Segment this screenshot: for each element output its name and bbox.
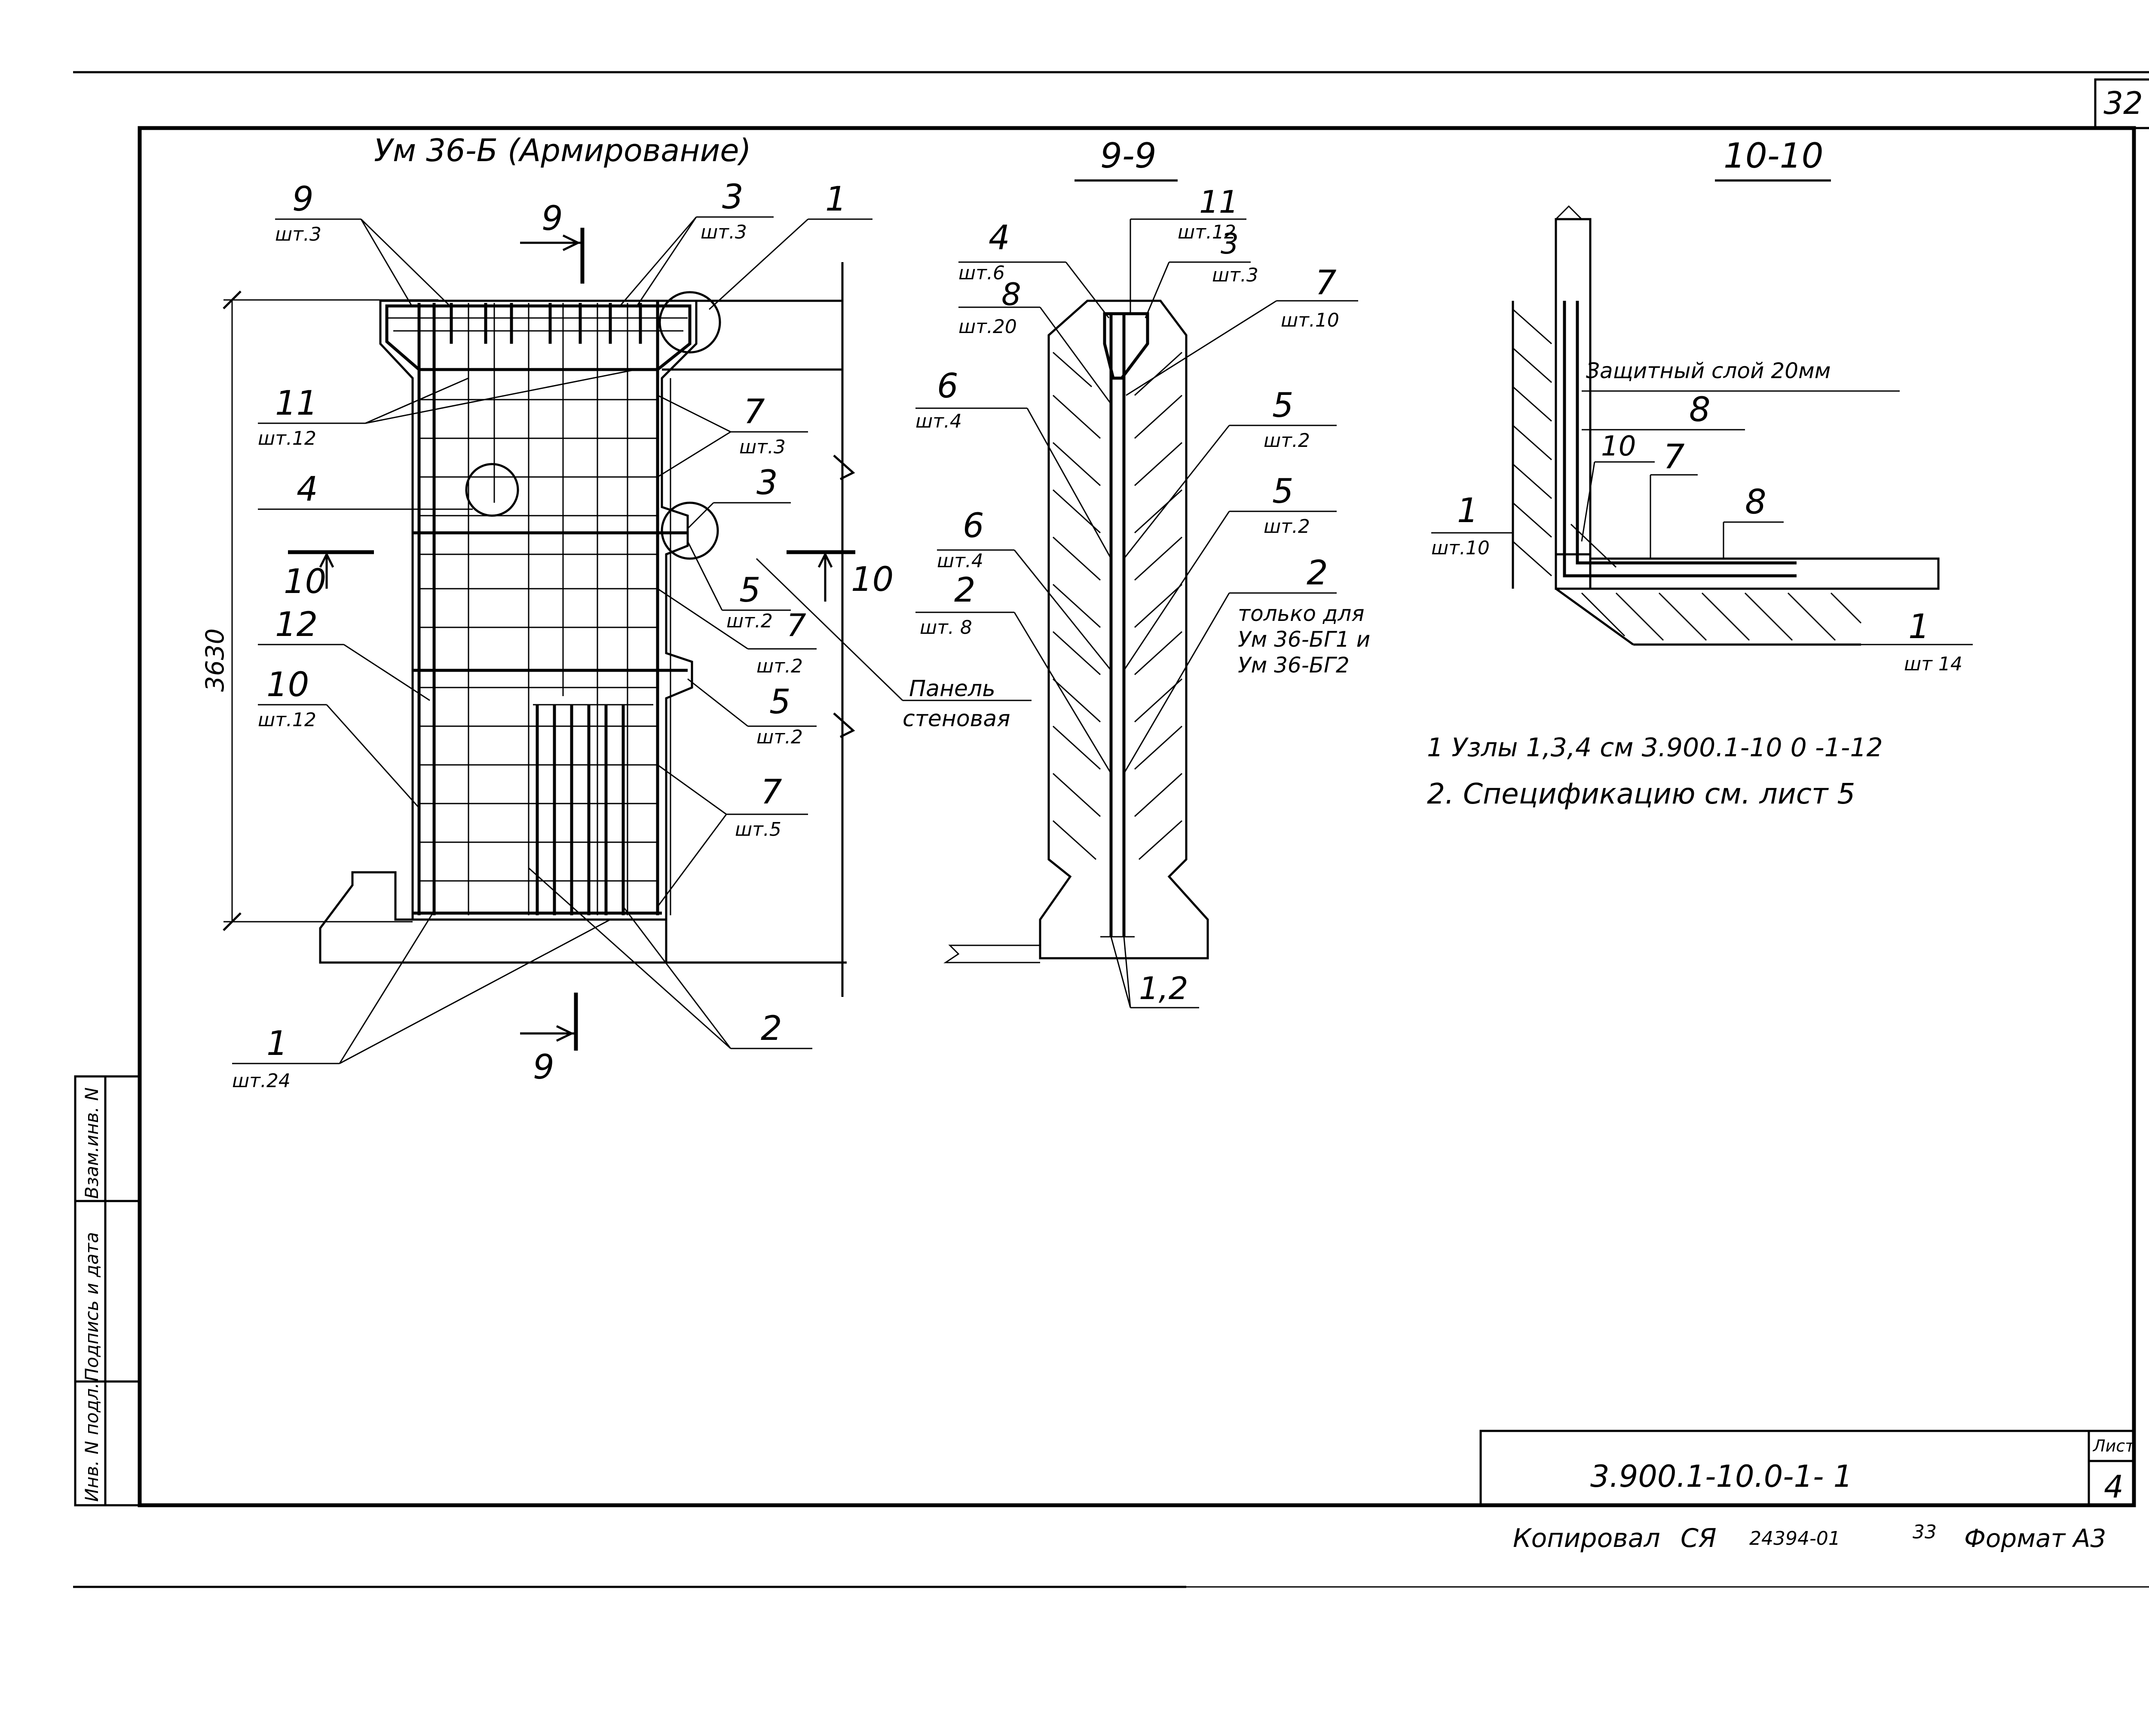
section-mark-10-right: 10 xyxy=(851,560,894,599)
main-label-5b-qty: шт.2 xyxy=(756,726,803,748)
main-label-7c-num: 7 xyxy=(761,773,782,812)
footer-order: 24394-01 xyxy=(1749,1528,1840,1550)
s9-note-line2: Ум 36-БГ1 и xyxy=(1238,627,1370,652)
s9-label-8-qty: шт.20 xyxy=(958,316,1017,338)
s9-label-5a-qty: шт.2 xyxy=(1264,430,1310,452)
section-mark-10-left: 10 xyxy=(284,562,326,601)
s9-label-2a-num: 2 xyxy=(954,571,976,610)
main-view: Ум 36-Б (Армирование) 3630 xyxy=(200,132,1032,1092)
section-9-9: 9-9 xyxy=(915,136,1370,1009)
s9-label-6a-num: 6 xyxy=(937,367,958,406)
main-label-10-num: 10 xyxy=(266,666,309,704)
stamp-inventory: Инв. N подл. xyxy=(81,1383,102,1502)
footer-format: Формат А3 xyxy=(1964,1524,2106,1553)
main-label-3a-num: 3 xyxy=(722,178,744,217)
cover-note: Защитный слой 20мм xyxy=(1586,358,1831,383)
s10-label-1a-num: 1 xyxy=(1457,492,1479,530)
sheet-number: 32 xyxy=(2103,85,2143,121)
main-label-1b-qty: шт.24 xyxy=(232,1070,291,1092)
s9-label-4-qty: шт.6 xyxy=(958,262,1005,284)
s10-label-1b-qty: шт 14 xyxy=(1904,653,1962,675)
main-label-10-qty: шт.12 xyxy=(258,709,316,731)
s9-label-7-qty: шт.10 xyxy=(1281,309,1339,331)
s10-label-7-num: 7 xyxy=(1663,438,1685,477)
panel-label-line1: Панель xyxy=(909,676,995,702)
s9-label-6b-qty: шт.4 xyxy=(937,550,983,572)
stamp-signature: Подпись и дата xyxy=(81,1232,102,1381)
s9-label-6a-qty: шт.4 xyxy=(915,410,962,432)
footer-copier: СЯ xyxy=(1681,1523,1717,1553)
sheet-label: Лист xyxy=(2092,1436,2135,1455)
s9-label-3-num: 3 xyxy=(1221,227,1239,260)
main-label-4-num: 4 xyxy=(297,470,318,509)
document-code: 3.900.1-10.0-1- 1 xyxy=(1590,1459,1852,1494)
s9-label-12-num: 1,2 xyxy=(1139,970,1188,1006)
sheet-frame xyxy=(73,71,2149,1588)
s9-label-11-qty: шт.12 xyxy=(1178,221,1236,243)
note-1: 1 Узлы 1,3,4 см 3.900.1-10 0 -1-12 xyxy=(1427,733,1883,763)
main-label-3a-qty: шт.3 xyxy=(701,221,747,243)
main-label-11-qty: шт.12 xyxy=(258,428,316,449)
main-label-7b-qty: шт.2 xyxy=(756,655,803,677)
title-block xyxy=(1479,1430,2135,1507)
stamp-replacement: Взам.инв. N xyxy=(81,1087,102,1199)
s10-label-1a-qty: шт.10 xyxy=(1431,537,1490,559)
height-dimension: 3630 xyxy=(200,628,230,692)
s9-label-2a-qty: шт. 8 xyxy=(920,617,972,639)
main-label-2-num: 2 xyxy=(761,1009,782,1048)
s9-note-line1: только для xyxy=(1238,601,1364,626)
s10-label-10-num: 10 xyxy=(1601,431,1636,462)
panel-label-line2: стеновая xyxy=(903,706,1010,732)
s10-label-1b-num: 1 xyxy=(1908,608,1930,646)
main-label-9-num: 9 xyxy=(292,180,314,219)
main-label-7c-qty: шт.5 xyxy=(735,819,781,840)
footer-copied: Копировал xyxy=(1513,1523,1660,1553)
s9-label-5b-qty: шт.2 xyxy=(1264,516,1310,538)
s9-label-3-qty: шт.3 xyxy=(1212,264,1258,286)
note-2: 2. Спецификацию см. лист 5 xyxy=(1427,777,1855,810)
main-label-5a-num: 5 xyxy=(739,571,761,610)
main-label-7a-num: 7 xyxy=(744,393,765,431)
section-9-hatch xyxy=(1052,351,1183,860)
s9-label-8-num: 8 xyxy=(1001,276,1021,312)
main-label-5a-qty: шт.2 xyxy=(726,610,773,632)
main-label-7a-qty: шт.3 xyxy=(739,436,786,458)
main-label-3b-num: 3 xyxy=(756,464,778,502)
section-10-10: 10-10 Защитный слой 20мм 8 xyxy=(1431,136,1973,675)
s10-label-8b-num: 8 xyxy=(1745,483,1766,522)
section-mark-9-top: 9 xyxy=(542,199,563,238)
section-mark-9-bottom: 9 xyxy=(533,1048,554,1087)
s10-label-8a-num: 8 xyxy=(1689,391,1711,429)
main-label-1a-num: 1 xyxy=(825,180,847,219)
main-label-5b-num: 5 xyxy=(769,683,791,721)
s9-label-6b-num: 6 xyxy=(963,507,984,545)
s9-label-5a-num: 5 xyxy=(1272,386,1294,425)
s9-label-2b-num: 2 xyxy=(1307,554,1328,593)
section-9-title: 9-9 xyxy=(1100,136,1157,176)
s9-label-7-num: 7 xyxy=(1315,264,1337,303)
s9-label-5b-num: 5 xyxy=(1272,472,1294,511)
main-label-7b-num: 7 xyxy=(787,607,806,643)
sheet-value: 4 xyxy=(2104,1469,2124,1505)
footer-page: 33 xyxy=(1913,1521,1937,1543)
main-label-11-num: 11 xyxy=(275,384,318,423)
s9-label-4-num: 4 xyxy=(989,219,1010,257)
main-label-12-num: 12 xyxy=(275,605,318,644)
s9-note-line3: Ум 36-БГ2 xyxy=(1238,653,1350,678)
main-view-title: Ум 36-Б (Армирование) xyxy=(374,132,751,168)
main-label-9-qty: шт.3 xyxy=(275,223,321,245)
main-label-1b-num: 1 xyxy=(266,1024,288,1063)
s9-label-11-num: 11 xyxy=(1199,184,1239,220)
section-10-title: 10-10 xyxy=(1723,136,1823,176)
